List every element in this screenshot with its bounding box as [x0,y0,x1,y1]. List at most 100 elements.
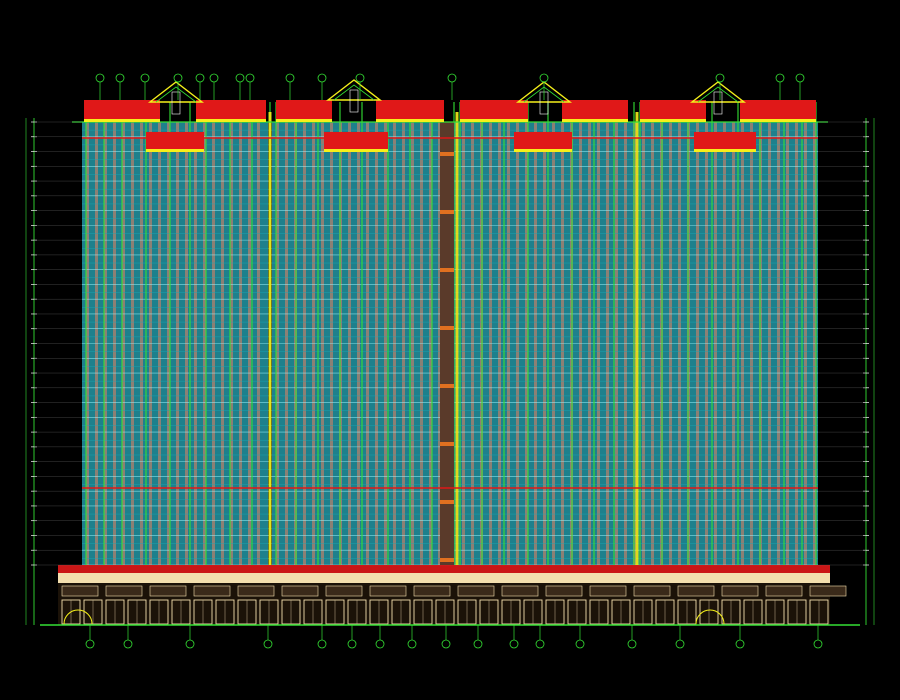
roof-gable [147,81,205,103]
axis-bubble [173,73,183,83]
roof-penthouse [460,100,528,122]
podium-window [457,585,495,597]
roof-gable-inner [333,84,375,101]
roof-penthouse [196,100,266,122]
axis-bubble [473,639,483,649]
axis-bubble [317,639,327,649]
roof-parapet [146,149,204,152]
axis-bubble [317,73,327,83]
roof-parapet [640,119,706,122]
podium-window [545,585,583,597]
structural-frame-layer [72,102,828,565]
axis-bubble [185,639,195,649]
axis-bubble [85,639,95,649]
gable-window [349,89,359,113]
podium-window [589,585,627,597]
podium-window [809,585,847,597]
axis-bubble [539,73,549,83]
podium-base-layer [40,565,860,626]
core-band [440,268,454,272]
core-band [440,384,454,388]
roof-penthouse-lower [514,132,572,152]
roof-gable [515,81,573,103]
axis-bubbles-layer [85,73,823,649]
core-band [440,558,454,562]
roof-penthouse [376,100,444,122]
window-grid-layer [82,121,818,574]
axis-bubble [95,73,105,83]
podium-cornice [58,565,830,573]
roof-parapet [740,119,816,122]
podium-window [369,585,407,597]
podium-window [61,585,99,597]
axis-bubble [627,639,637,649]
core-band [440,326,454,330]
axis-bubble [115,73,125,83]
roof-parapet [196,119,266,122]
roof-parapet [562,119,628,122]
stair-core [440,122,454,565]
entrance-arch [695,609,725,625]
roof-penthouse-lower [694,132,756,152]
axis-bubble [235,73,245,83]
axis-bubble [715,73,725,83]
axis-bubble [575,639,585,649]
axis-bubble [209,73,219,83]
roof-parapet [514,149,572,152]
axis-bubble [795,73,805,83]
axis-bubble [140,73,150,83]
roof-penthouse [562,100,628,122]
roof-gable-inner [697,86,739,103]
podium-window [325,585,363,597]
roof-penthouse-layer [84,79,816,152]
roof-penthouse [740,100,816,122]
gable-window [713,91,723,115]
roof-gable-inner [155,86,197,103]
podium-window [677,585,715,597]
roof-parapet [460,119,528,122]
axis-bubble [407,639,417,649]
roof-penthouse [640,100,706,122]
core-band [440,152,454,156]
roof-penthouse [84,100,160,122]
roof-parapet [324,149,388,152]
axis-bubble [535,639,545,649]
podium-window [765,585,803,597]
axis-bubble [355,73,365,83]
axis-bubble [263,639,273,649]
axis-bubble [195,73,205,83]
axis-bubble [123,639,133,649]
roof-penthouse-lower [324,132,388,152]
axis-bubble [245,73,255,83]
core-band [440,500,454,504]
axis-bubble [285,73,295,83]
roof-parapet [694,149,756,152]
podium-window [501,585,539,597]
axis-bubble [813,639,823,649]
core-band [440,442,454,446]
axis-bubble [675,639,685,649]
podium-window [105,585,143,597]
podium-window [281,585,319,597]
podium-window [237,585,275,597]
roof-gable [325,79,383,101]
podium-window [633,585,671,597]
entrance-arch [63,609,93,625]
axis-bubble [441,639,451,649]
roof-parapet [84,119,160,122]
dimension-rails-layer [25,118,875,625]
podium-window [193,585,231,597]
podium-window [149,585,187,597]
axis-bubble [735,639,745,649]
podium-band [58,573,830,583]
axis-bubble [375,639,385,649]
roof-parapet [276,119,332,122]
tower-divider [455,112,459,565]
tower-divider [635,112,639,565]
axis-bubble [347,639,357,649]
podium-window [721,585,759,597]
axis-bubble [775,73,785,83]
axis-bubble [447,73,457,83]
